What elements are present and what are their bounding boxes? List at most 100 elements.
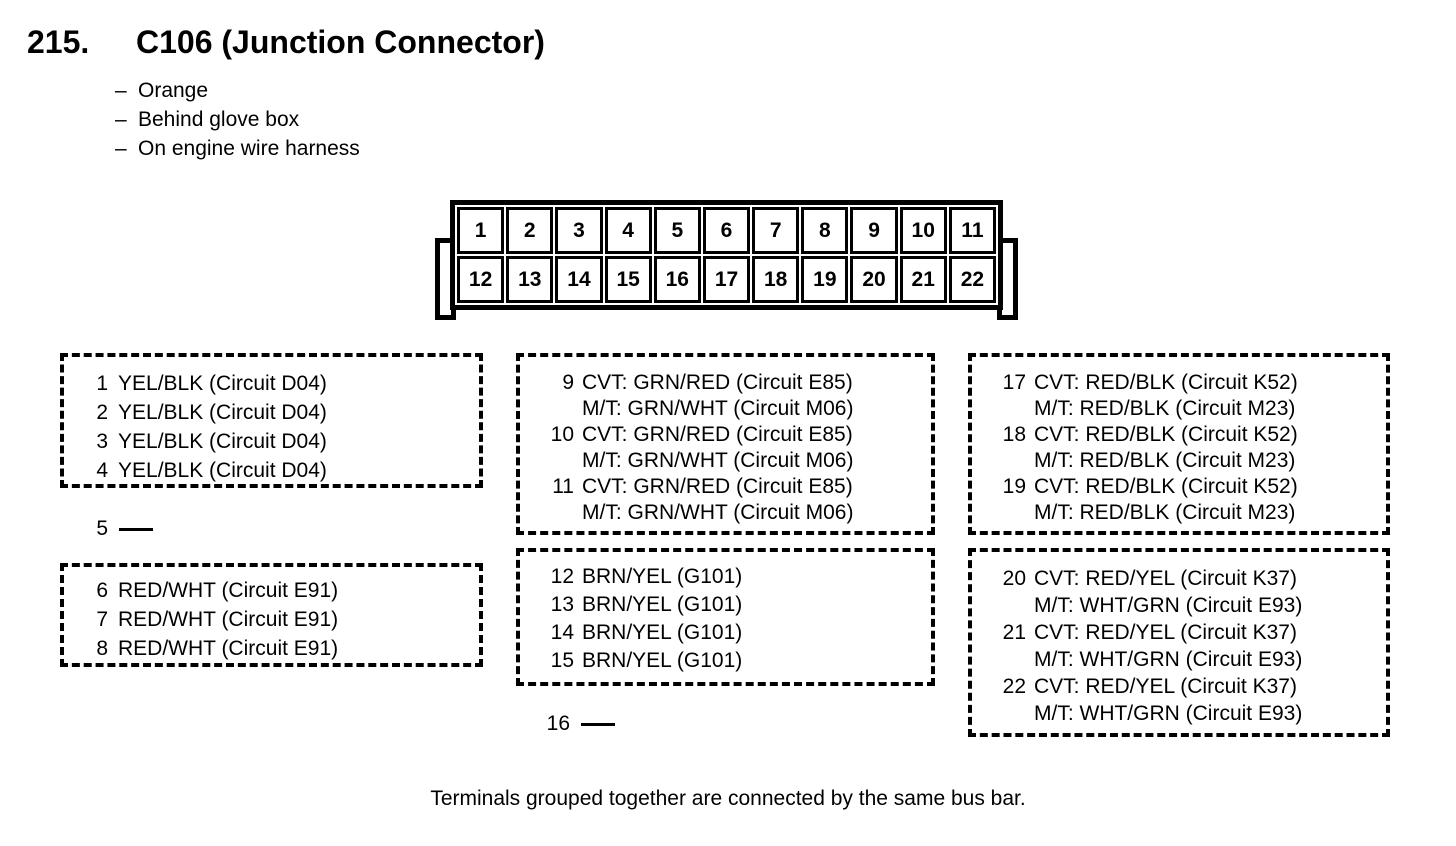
wire-label: YEL/BLK (Circuit D04) (118, 430, 327, 453)
no-wire-dash (119, 528, 153, 531)
connector-pin-15: 15 (604, 256, 652, 303)
group-entry-line: 14 BRN/YEL (G101) (544, 619, 931, 647)
group-entry-line: M/T: RED/BLK (Circuit M23) (996, 396, 1386, 422)
group-entry-line: M/T: WHT/GRN (Circuit E93) (996, 646, 1386, 673)
connector-pin-22: 22 (948, 256, 996, 303)
pin-number: 14 (550, 621, 574, 644)
wire-label: M/T: RED/BLK (Circuit M23) (1034, 501, 1296, 524)
connector-pin-19: 19 (801, 256, 849, 303)
wire-label: CVT: RED/YEL (Circuit K37) (1034, 567, 1297, 590)
group-entry-line: 20 CVT: RED/YEL (Circuit K37) (996, 565, 1386, 592)
wire-label: BRN/YEL (G101) (582, 649, 743, 672)
pin-number: 6 (96, 579, 108, 602)
pin-number (996, 646, 1026, 673)
note-dash: – (115, 137, 127, 160)
group-entry-line: 12 BRN/YEL (G101) (544, 563, 931, 591)
wire-label: BRN/YEL (G101) (582, 621, 743, 644)
wire-label: BRN/YEL (G101) (582, 593, 743, 616)
pin-number: 12 (550, 565, 574, 588)
wire-label: YEL/BLK (Circuit D04) (118, 372, 327, 395)
pin-number: 17 (1002, 371, 1026, 394)
note-text: On engine wire harness (138, 137, 360, 160)
connector-pin-16: 16 (653, 256, 701, 303)
pin-number: 11 (552, 475, 574, 498)
pin-number: 20 (1002, 567, 1026, 590)
wire-label: CVT: GRN/RED (Circuit E85) (582, 475, 853, 498)
note-row: – Orange (115, 76, 360, 105)
connector-pin-1: 1 (457, 207, 505, 254)
connector-pin-8: 8 (801, 207, 849, 254)
wire-label: M/T: GRN/WHT (Circuit M06) (582, 449, 854, 472)
wire-label: RED/WHT (Circuit E91) (118, 579, 339, 602)
pin-number (996, 448, 1026, 474)
connector-pin-4: 4 (604, 207, 652, 254)
wire-label: CVT: GRN/RED (Circuit E85) (582, 423, 853, 446)
group-entry-line: 13 BRN/YEL (G101) (544, 591, 931, 619)
bus-bar-footnote: Terminals grouped together are connected… (430, 787, 1026, 810)
wire-label: YEL/BLK (Circuit D04) (118, 401, 327, 424)
pin-number: 22 (1002, 675, 1026, 698)
connector-pin-18: 18 (752, 256, 800, 303)
group-entry-line: M/T: GRN/WHT (Circuit M06) (544, 448, 931, 474)
group-entry-line: M/T: RED/BLK (Circuit M23) (996, 500, 1386, 526)
wire-label: M/T: GRN/WHT (Circuit M06) (582, 397, 854, 420)
group-entry-line: 9 CVT: GRN/RED (Circuit E85) (544, 370, 931, 396)
group-entry-line: 3 YEL/BLK (Circuit D04) (84, 427, 479, 456)
group-entry-line: M/T: WHT/GRN (Circuit E93) (996, 592, 1386, 619)
no-wire-dash (581, 723, 615, 726)
wire-label: YEL/BLK (Circuit D04) (118, 459, 327, 482)
connector-pin-9: 9 (850, 207, 898, 254)
pin-number: 7 (96, 608, 108, 631)
pin-number: 18 (1002, 423, 1026, 446)
pin-number (544, 500, 574, 526)
pin-number: 8 (96, 637, 108, 660)
wire-label: M/T: WHT/GRN (Circuit E93) (1034, 594, 1303, 617)
group-entry-line: M/T: WHT/GRN (Circuit E93) (996, 700, 1386, 727)
wire-label: CVT: RED/BLK (Circuit K52) (1034, 423, 1298, 446)
group-entry-line: M/T: RED/BLK (Circuit M23) (996, 448, 1386, 474)
pin-number (544, 448, 574, 474)
wire-label: M/T: RED/BLK (Circuit M23) (1034, 397, 1296, 420)
connector-pin-14: 14 (555, 256, 603, 303)
connector-pin-20: 20 (850, 256, 898, 303)
connector-pin-13: 13 (506, 256, 554, 303)
note-text: Behind glove box (138, 108, 300, 131)
wire-label: M/T: GRN/WHT (Circuit M06) (582, 501, 854, 524)
group-entry-line: 6 RED/WHT (Circuit E91) (84, 576, 479, 605)
note-text: Orange (138, 79, 209, 102)
connector-notes: – Orange – Behind glove box – On engine … (115, 76, 360, 163)
wire-label: CVT: RED/YEL (Circuit K37) (1034, 675, 1297, 698)
pin-number: 16 (546, 711, 570, 735)
group-entry-line: 18 CVT: RED/BLK (Circuit K52) (996, 422, 1386, 448)
wire-label: CVT: RED/BLK (Circuit K52) (1034, 475, 1298, 498)
note-row: – Behind glove box (115, 105, 360, 134)
pin-number: 13 (550, 593, 574, 616)
wire-label: BRN/YEL (G101) (582, 565, 743, 588)
pin-number (996, 500, 1026, 526)
group-entry-line: 8 RED/WHT (Circuit E91) (84, 634, 479, 663)
connector-pin-11: 11 (948, 207, 996, 254)
pin-number: 9 (562, 371, 574, 394)
connector-pin-10: 10 (899, 207, 947, 254)
connector-pin-21: 21 (899, 256, 947, 303)
group-entry-line: M/T: GRN/WHT (Circuit M06) (544, 500, 931, 526)
wire-label: CVT: GRN/RED (Circuit E85) (582, 371, 853, 394)
wire-label: RED/WHT (Circuit E91) (118, 637, 339, 660)
pin-number: 5 (96, 516, 108, 540)
pin-number (996, 396, 1026, 422)
pin-number: 3 (96, 430, 108, 453)
connector-pin-3: 3 (555, 207, 603, 254)
note-dash: – (115, 108, 127, 131)
connector-pin-2: 2 (506, 207, 554, 254)
